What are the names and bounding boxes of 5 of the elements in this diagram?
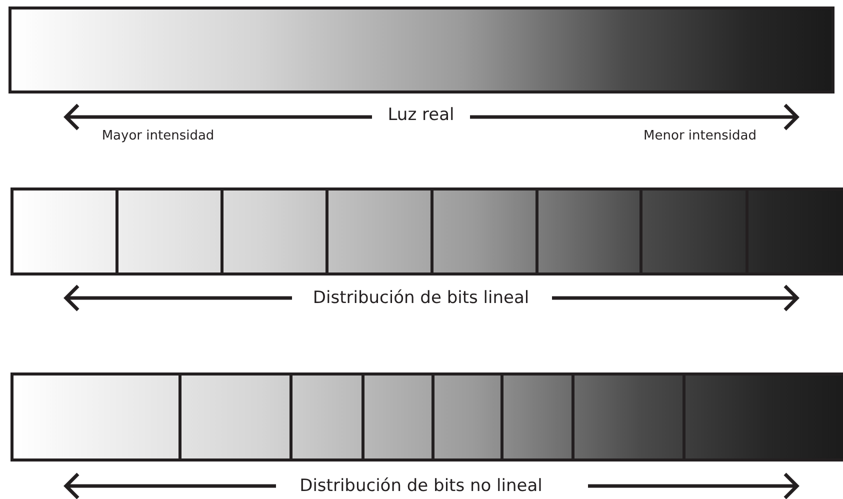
scale-title: Distribución de bits no lineal [300, 476, 542, 496]
scale-end-label: Menor intensidad [644, 128, 756, 144]
scale-end-label: Mayor intensidad [102, 128, 214, 144]
scale-title: Luz real [388, 105, 454, 125]
scale-title: Distribución de bits lineal [312, 288, 530, 308]
